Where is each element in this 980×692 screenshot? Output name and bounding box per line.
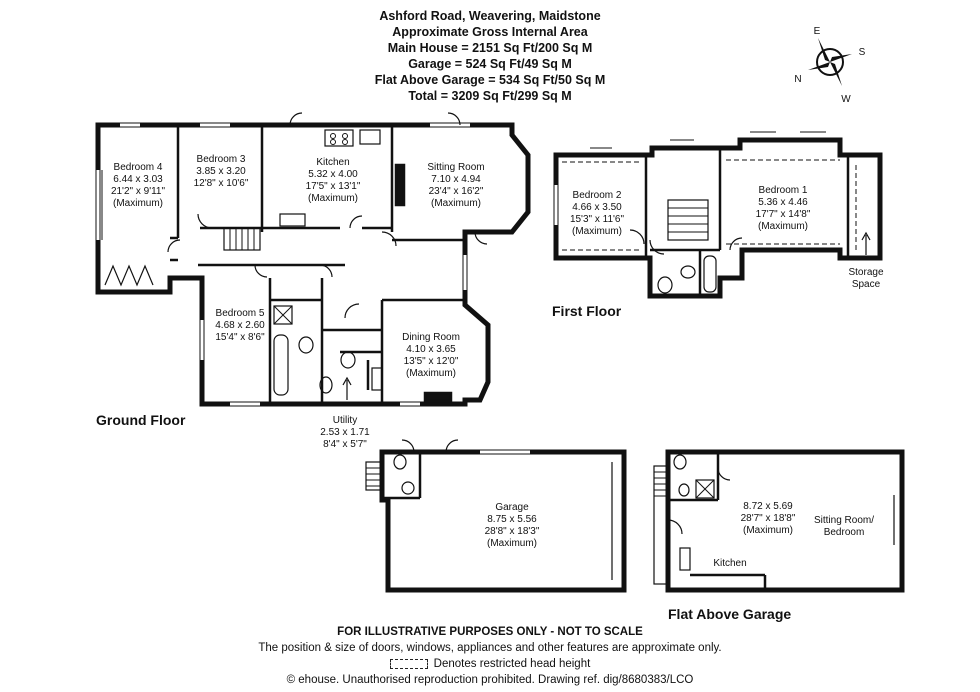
svg-text:Sitting Room: Sitting Room: [427, 162, 484, 173]
svg-text:Bedroom 3: Bedroom 3: [197, 154, 246, 165]
svg-text:5.36 x 4.46: 5.36 x 4.46: [758, 197, 808, 208]
flat-area: Flat Above Garage = 534 Sq Ft/50 Sq M: [374, 73, 606, 87]
legend-text: Denotes restricted head height: [433, 658, 591, 670]
svg-text:8.72 x 5.69: 8.72 x 5.69: [743, 501, 793, 512]
svg-text:4.10 x 3.65: 4.10 x 3.65: [406, 344, 456, 355]
bedroom-1-label: Bedroom 1 5.36 x 4.46 17'7" x 14'8" (Max…: [756, 185, 811, 232]
compass-icon: E S N W: [794, 26, 865, 105]
svg-text:Space: Space: [852, 279, 881, 290]
svg-text:Bedroom 4: Bedroom 4: [114, 162, 163, 173]
first-floor-title: First Floor: [552, 303, 622, 319]
ground-floor-title: Ground Floor: [96, 412, 186, 428]
garage-area: Garage = 524 Sq Ft/49 Sq M: [408, 57, 572, 71]
svg-text:23'4" x 16'2": 23'4" x 16'2": [429, 186, 484, 197]
svg-text:6.44 x 3.03: 6.44 x 3.03: [113, 174, 163, 185]
flat-room-label: 8.72 x 5.69 28'7" x 18'8" (Maximum) Sitt…: [741, 501, 875, 538]
svg-text:13'5" x 12'0": 13'5" x 12'0": [404, 356, 459, 367]
svg-text:(Maximum): (Maximum): [743, 525, 793, 536]
svg-text:4.68 x 2.60: 4.68 x 2.60: [215, 320, 265, 331]
kitchen-label: Kitchen 5.32 x 4.00 17'5" x 13'1" (Maxim…: [306, 157, 361, 204]
dining-room-label: Dining Room 4.10 x 3.65 13'5" x 12'0" (M…: [402, 332, 460, 379]
svg-text:21'2" x 9'11": 21'2" x 9'11": [111, 186, 166, 197]
svg-text:Dining Room: Dining Room: [402, 332, 460, 343]
sitting-room-label: Sitting Room 7.10 x 4.94 23'4" x 16'2" (…: [427, 162, 484, 209]
svg-text:(Maximum): (Maximum): [572, 226, 622, 237]
total-area: Total = 3209 Sq Ft/299 Sq M: [408, 89, 572, 103]
utility-label: Utility 2.53 x 1.71 8'4" x 5'7": [320, 415, 370, 450]
svg-text:Bedroom 5: Bedroom 5: [216, 308, 265, 319]
flat-kitchen-label: Kitchen: [713, 558, 746, 569]
svg-text:2.53 x 1.71: 2.53 x 1.71: [320, 427, 370, 438]
bedroom-2-label: Bedroom 2 4.66 x 3.50 15'3" x 11'6" (Max…: [570, 190, 625, 237]
svg-text:15'3" x 11'6": 15'3" x 11'6": [570, 214, 625, 225]
svg-text:3.85 x 3.20: 3.85 x 3.20: [196, 166, 246, 177]
svg-text:(Maximum): (Maximum): [431, 198, 481, 209]
svg-text:15'4" x 8'6": 15'4" x 8'6": [215, 332, 265, 343]
svg-text:(Maximum): (Maximum): [406, 368, 456, 379]
svg-text:8.75 x 5.56: 8.75 x 5.56: [487, 514, 537, 525]
svg-text:7.10 x 4.94: 7.10 x 4.94: [431, 174, 481, 185]
svg-text:28'7" x 18'8": 28'7" x 18'8": [741, 513, 796, 524]
restricted-height-swatch: [389, 658, 428, 669]
svg-text:5.32 x 4.00: 5.32 x 4.00: [308, 169, 358, 180]
compass-w: W: [841, 94, 851, 105]
svg-text:12'8" x 10'6": 12'8" x 10'6": [194, 178, 249, 189]
svg-text:(Maximum): (Maximum): [487, 538, 537, 549]
svg-text:4.66 x 3.50: 4.66 x 3.50: [572, 202, 622, 213]
svg-text:(Maximum): (Maximum): [308, 193, 358, 204]
svg-text:(Maximum): (Maximum): [113, 198, 163, 209]
svg-text:17'7" x 14'8": 17'7" x 14'8": [756, 209, 811, 220]
legend: Denotes restricted head height: [0, 656, 980, 672]
main-house-area: Main House = 2151 Sq Ft/200 Sq M: [387, 41, 593, 55]
flat-floor-title: Flat Above Garage: [668, 606, 791, 622]
compass-n: N: [794, 74, 801, 85]
svg-text:Utility: Utility: [333, 415, 357, 426]
svg-text:17'5" x 13'1": 17'5" x 13'1": [306, 181, 361, 192]
bedroom-5-label: Bedroom 5 4.68 x 2.60 15'4" x 8'6": [215, 308, 265, 343]
address-title: Ashford Road, Weavering, Maidstone: [379, 9, 601, 23]
compass-e: E: [814, 26, 821, 37]
svg-text:28'8" x 18'3": 28'8" x 18'3": [485, 526, 540, 537]
bedroom-4-label: Bedroom 4 6.44 x 3.03 21'2" x 9'11" (Max…: [111, 162, 166, 209]
svg-text:Sitting Room/: Sitting Room/: [814, 515, 874, 526]
svg-text:Storage: Storage: [848, 267, 883, 278]
compass-s: S: [859, 47, 866, 58]
svg-text:Bedroom 1: Bedroom 1: [759, 185, 808, 196]
svg-text:Garage: Garage: [495, 502, 529, 513]
svg-text:Bedroom: Bedroom: [824, 527, 865, 538]
disclaimer: FOR ILLUSTRATIVE PURPOSES ONLY - NOT TO …: [337, 626, 643, 638]
svg-text:(Maximum): (Maximum): [758, 221, 808, 232]
bedroom-3-label: Bedroom 3 3.85 x 3.20 12'8" x 10'6": [194, 154, 249, 189]
svg-text:Bedroom 2: Bedroom 2: [573, 190, 622, 201]
copyright: © ehouse. Unauthorised reproduction proh…: [286, 674, 694, 686]
storage-label: Storage Space: [848, 267, 883, 290]
ground-floor-plan: [95, 122, 531, 407]
svg-text:8'4" x 5'7": 8'4" x 5'7": [323, 439, 367, 450]
svg-text:Kitchen: Kitchen: [316, 157, 349, 168]
area-heading: Approximate Gross Internal Area: [392, 25, 588, 39]
garage-label: Garage 8.75 x 5.56 28'8" x 18'3" (Maximu…: [485, 502, 540, 549]
approximation-note: The position & size of doors, windows, a…: [258, 642, 722, 654]
